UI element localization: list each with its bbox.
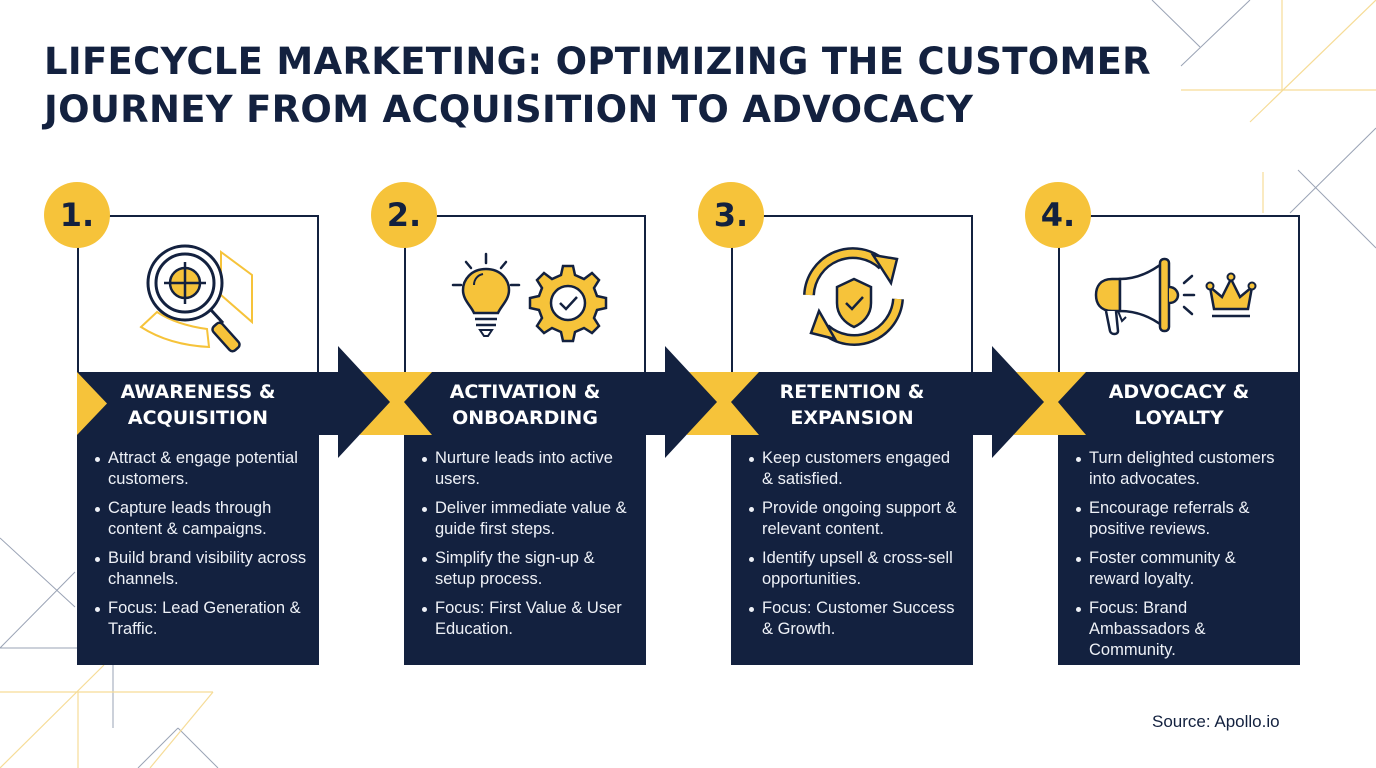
stage-title-line-1: RETENTION & — [779, 381, 925, 403]
stage-title: AWARENESS & ACQUISITION — [77, 375, 319, 435]
icon-box — [731, 215, 973, 373]
stage-body: Keep customers engaged & satisfied. Prov… — [731, 435, 973, 665]
stage-card-retention: RETENTION & EXPANSION Keep customers eng… — [731, 215, 973, 665]
lightbulb-gear-check-icon — [451, 252, 608, 343]
title-line-1: LIFECYCLE MARKETING: OPTIMIZING THE CUST… — [44, 40, 1151, 83]
stage-title: RETENTION & EXPANSION — [731, 375, 973, 435]
bullet-list: Nurture leads into active users. Deliver… — [420, 448, 636, 640]
cycle-shield-check-icon — [803, 247, 904, 346]
bullet-item: Nurture leads into active users. — [420, 448, 636, 490]
title-line-2: JOURNEY FROM ACQUISITION TO ADVOCACY — [44, 88, 974, 131]
bullet-item: Focus: Brand Ambassadors & Community. — [1074, 598, 1290, 661]
stage-band — [404, 372, 646, 435]
bullet-item: Identify upsell & cross-sell opportuniti… — [747, 548, 963, 590]
stage-title: ACTIVATION & ONBOARDING — [404, 375, 646, 435]
stage-title: ADVOCACY & LOYALTY — [1058, 375, 1300, 435]
bullet-item: Attract & engage potential customers. — [93, 448, 309, 490]
icon-box — [77, 215, 319, 373]
chevron-icon — [77, 372, 107, 435]
stage-body: Nurture leads into active users. Deliver… — [404, 435, 646, 665]
stage-body: Turn delighted customers into advocates.… — [1058, 435, 1300, 665]
bullet-item: Encourage referrals & positive reviews. — [1074, 498, 1290, 540]
stage-band — [731, 372, 973, 435]
megaphone-crown-icon — [1094, 257, 1257, 336]
bullet-item: Provide ongoing support & relevant conte… — [747, 498, 963, 540]
stage-number-badge: 3. — [698, 182, 764, 248]
bullet-item: Capture leads through content & campaign… — [93, 498, 309, 540]
stage-title-line-2: ONBOARDING — [452, 407, 598, 429]
bullet-item: Foster community & reward loyalty. — [1074, 548, 1290, 590]
icon-box — [404, 215, 646, 373]
bullet-list: Turn delighted customers into advocates.… — [1074, 448, 1290, 661]
flow-arrow-icon — [645, 346, 759, 458]
bullet-item: Turn delighted customers into advocates. — [1074, 448, 1290, 490]
bullet-item: Simplify the sign-up & setup process. — [420, 548, 636, 590]
stage-band — [77, 372, 319, 435]
stage-body: Attract & engage potential customers. Ca… — [77, 435, 319, 665]
bullet-item: Deliver immediate value & guide first st… — [420, 498, 636, 540]
bullet-item: Build brand visibility across channels. — [93, 548, 309, 590]
icon-box — [1058, 215, 1300, 373]
stage-band — [1058, 372, 1300, 435]
stage-number-badge: 2. — [371, 182, 437, 248]
source-credit: Source: Apollo.io — [1152, 712, 1280, 731]
bullet-list: Attract & engage potential customers. Ca… — [93, 448, 309, 640]
stage-card-activation: ACTIVATION & ONBOARDING Nurture leads in… — [404, 215, 646, 665]
magnifier-target-icon — [139, 244, 253, 353]
stage-title-line-2: ACQUISITION — [127, 407, 269, 429]
stage-number-badge: 1. — [44, 182, 110, 248]
stage-title-line-1: AWARENESS & — [120, 381, 276, 403]
page-title: LIFECYCLE MARKETING: OPTIMIZING THE CUST… — [44, 38, 1244, 134]
bullet-item: Focus: Lead Generation & Traffic. — [93, 598, 309, 640]
stage-title-line-1: ACTIVATION & — [449, 381, 601, 403]
bullet-item: Keep customers engaged & satisfied. — [747, 448, 963, 490]
bullet-list: Keep customers engaged & satisfied. Prov… — [747, 448, 963, 640]
flow-arrow-icon — [972, 346, 1086, 458]
bullet-item: Focus: First Value & User Education. — [420, 598, 636, 640]
bullet-item: Focus: Customer Success & Growth. — [747, 598, 963, 640]
stage-title-line-2: LOYALTY — [1134, 407, 1224, 429]
stage-card-awareness: AWARENESS & ACQUISITION Attract & engage… — [77, 215, 319, 665]
stage-card-advocacy: ADVOCACY & LOYALTY Turn delighted custom… — [1058, 215, 1300, 665]
stage-title-line-1: ADVOCACY & — [1108, 381, 1250, 403]
stage-number-badge: 4. — [1025, 182, 1091, 248]
stage-title-line-2: EXPANSION — [790, 407, 914, 429]
flow-arrow-icon — [318, 346, 432, 458]
